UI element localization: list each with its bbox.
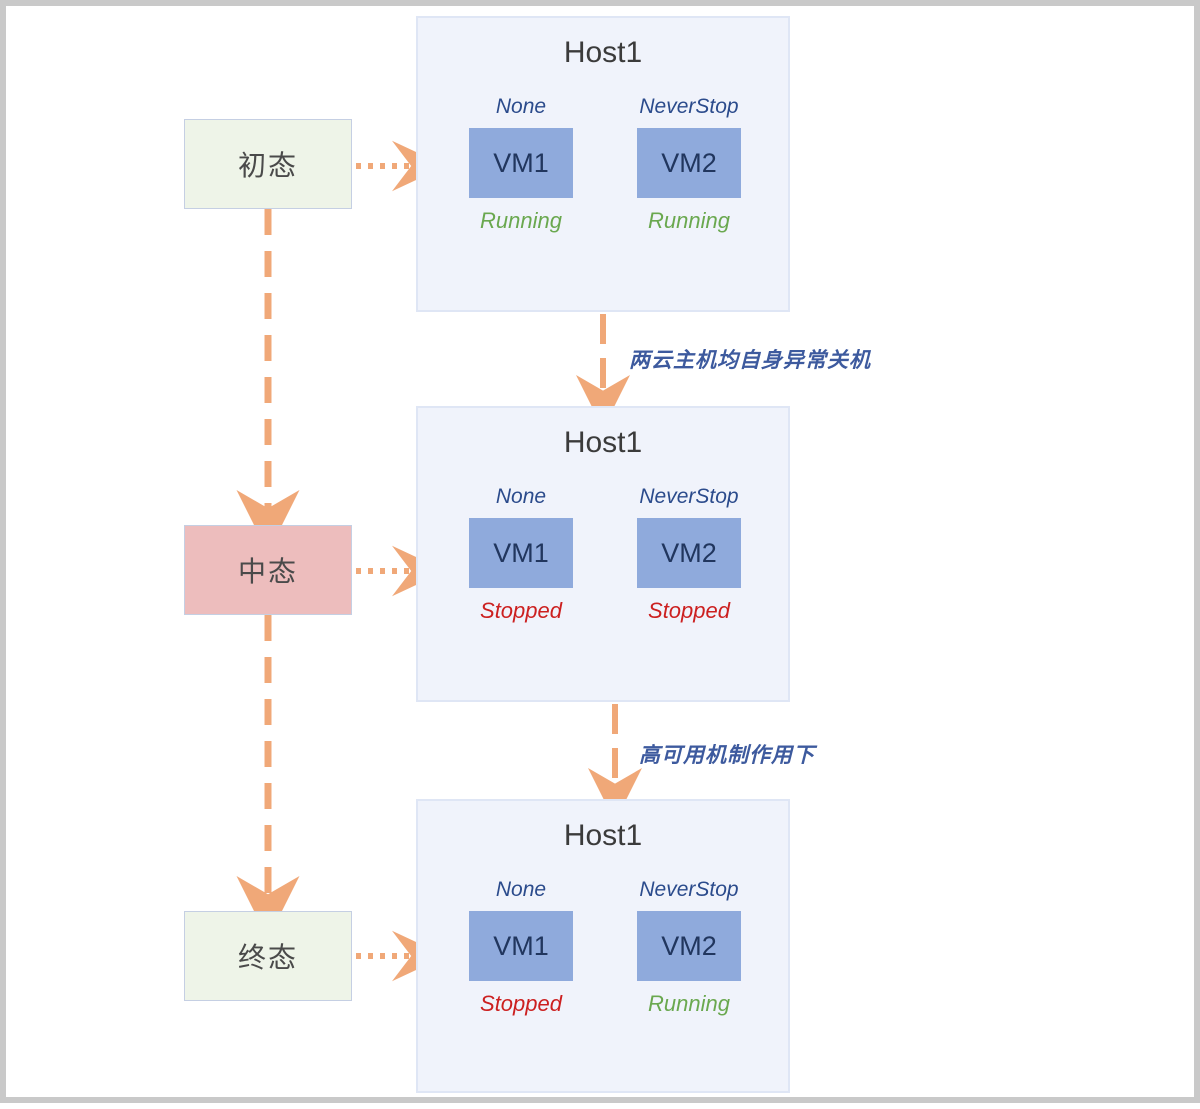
host-box-stage-2[interactable]: Host1 None VM1 Stopped NeverStop VM2 Sto… [416,406,790,702]
state-label-final: 终态 [237,942,298,973]
vm-status-label: Stopped [480,598,562,623]
transition-label-1: 两云主机均自身异常关机 [629,349,871,372]
vm-chip-vm2[interactable]: VM2 [637,518,741,588]
vm-column-vm2: NeverStop VM2 Running [614,96,764,232]
vm-name-label: VM2 [661,147,717,178]
transition-label-2: 高可用机制作用下 [639,744,815,767]
state-box-initial[interactable]: 初态 [184,119,352,209]
vm-name-label: VM1 [493,537,549,568]
vm-column-vm1: None VM1 Running [446,96,596,232]
vm-policy-label: None [495,485,547,508]
vm-name-label: VM2 [661,930,717,961]
vm-policy-label: NeverStop [639,485,739,508]
vm-chip-vm2[interactable]: VM2 [637,911,741,981]
vm-name-label: VM1 [493,930,549,961]
vm-chip-vm2[interactable]: VM2 [637,128,741,198]
vm-status-label: Stopped [648,598,730,623]
state-box-middle[interactable]: 中态 [184,525,352,615]
vm-status-label: Running [648,208,730,233]
host-title: Host1 [563,426,643,459]
vm-chip-vm1[interactable]: VM1 [469,518,573,588]
vm-name-label: VM2 [661,537,717,568]
vm-column-vm1: None VM1 Stopped [446,879,596,1015]
state-label-initial: 初态 [237,150,298,181]
vm-status-label: Stopped [480,991,562,1016]
vm-column-vm2: NeverStop VM2 Stopped [614,486,764,622]
vm-policy-label: None [495,95,547,118]
host-title: Host1 [563,36,643,69]
diagram-canvas: 初态 中态 终态 Host1 None VM1 Running NeverSto… [6,6,1200,1109]
vm-status-label: Running [648,991,730,1016]
host-box-stage-1[interactable]: Host1 None VM1 Running NeverStop VM2 Run… [416,16,790,312]
vm-policy-label: None [495,878,547,901]
vm-column-vm1: None VM1 Stopped [446,486,596,622]
vm-policy-label: NeverStop [639,95,739,118]
vm-status-label: Running [480,208,562,233]
state-box-final[interactable]: 终态 [184,911,352,1001]
vm-name-label: VM1 [493,147,549,178]
state-label-middle: 中态 [237,556,298,587]
vm-column-vm2: NeverStop VM2 Running [614,879,764,1015]
host-title: Host1 [563,819,643,852]
host-box-stage-3[interactable]: Host1 None VM1 Stopped NeverStop VM2 Run… [416,799,790,1093]
vm-policy-label: NeverStop [639,878,739,901]
vm-chip-vm1[interactable]: VM1 [469,911,573,981]
vm-chip-vm1[interactable]: VM1 [469,128,573,198]
